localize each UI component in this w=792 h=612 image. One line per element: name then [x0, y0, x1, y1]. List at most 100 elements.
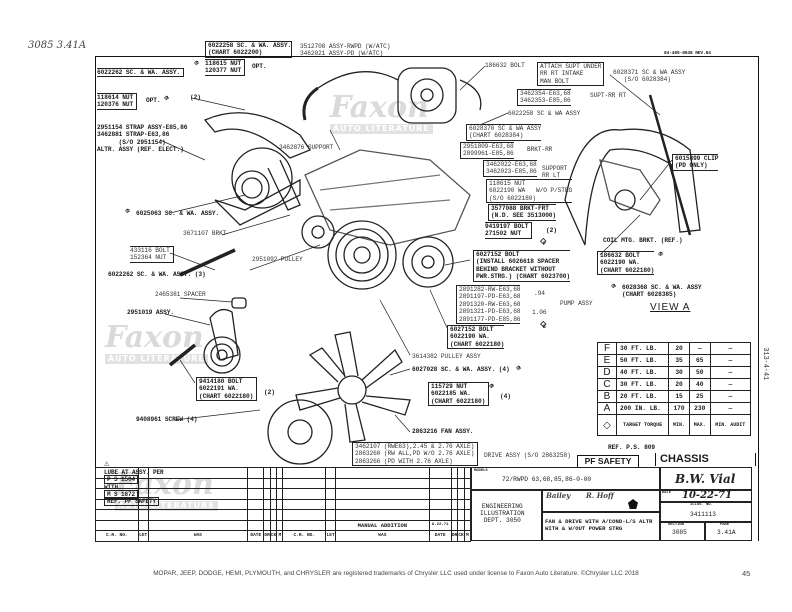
torque-min: 20 [668, 378, 690, 391]
models-cell: MODELS 72/RWPD 63,68,85,86-0-00 [471, 467, 661, 491]
quantity-label: (2) [190, 94, 201, 101]
torque-max: — [688, 342, 711, 355]
leader-lines [159, 65, 673, 433]
callout-fan-assy: 2863216 FAN ASSY. [412, 428, 474, 435]
torque-audit: — [709, 390, 752, 403]
callout-support-rr-lt-part-nos: 3462022-E63,68 3462023-E85,86 [483, 160, 537, 177]
callout-nut-115729: 115729 NUT 6022185 WA. (CHART 6022180) [428, 382, 490, 407]
title-cell: FAN & DRIVE WITH A/COND-L/S ALTR WITH & … [541, 511, 661, 541]
revision-cell [428, 509, 452, 521]
section-cell: SECTION 3085 [659, 521, 706, 541]
revision-column-header: CK [457, 530, 465, 542]
callout-nuts-opt: 118614 NUT 120376 NUT [97, 93, 138, 110]
torque-target: 30 FT. LB. [615, 378, 670, 391]
callout-nuts-opt: 118615 NUT 120377 NUT [205, 59, 246, 76]
revision-cell [463, 519, 472, 531]
date-label: DATE [662, 491, 672, 495]
revision-column-header: DR [263, 530, 271, 542]
revision-cell [247, 519, 265, 531]
revision-column-header: WAS [147, 530, 249, 542]
callout-clip: 6015899 CLIP (PD ONLY) [672, 154, 718, 171]
callout-sc-wa-6028370: 6028370 SC & WA ASSY (CHART 6028384) [466, 124, 541, 141]
diamond-c: ◇C [194, 59, 199, 68]
trademark-footer: MOPAR, JEEP, DODGE, HEMI, PLYMOUTH, and … [153, 570, 639, 577]
torque-target: 200 IN. LB. [615, 402, 670, 415]
pump-dim-094: .94 [534, 290, 545, 297]
revision-cell [335, 488, 430, 500]
revision-cell [247, 477, 265, 489]
crank-pulleys [301, 215, 454, 290]
opt-label: OPT. [252, 63, 267, 70]
revision-cell [428, 467, 452, 479]
drawn-checked-cell: Bailey R. Hoff [541, 489, 661, 513]
section-label: SECTION [668, 523, 684, 527]
page-cell: PAGE 3.41A [704, 521, 752, 541]
callout-pump-part-nos: 2891282-RW-E63,68 2891197-PD-E63,68 2891… [456, 285, 521, 325]
callout-bolt-nut-9419197: 9419197 BOLT 271502 NUT [485, 222, 533, 239]
revision-cell [95, 509, 139, 521]
torque-max: 50 [688, 366, 711, 379]
revision-cell [95, 467, 139, 479]
torque-audit: — [709, 342, 752, 355]
revision-cell [137, 509, 149, 521]
diamond-a: ◇A [164, 94, 169, 103]
models-value: 72/RWPD 63,68,85,86-0-00 [502, 476, 592, 483]
drawing-number: 84-485-8048 REV.84 [664, 51, 711, 56]
diamond-a: ◇A [611, 282, 616, 291]
revision-cell [247, 498, 265, 510]
diamond-b: ◇B [489, 382, 494, 391]
callout-sc-wa-6027028: 6027028 SC. & WA. ASSY. (4) [412, 366, 510, 373]
callout-attach-note: ATTACH SUPT UNDER RR RT INTAKE MAN BOLT [537, 62, 605, 87]
fan-assy [267, 331, 411, 465]
callout-coil-brkt: COIL MTG. BRKT. (REF.) [603, 237, 683, 244]
revision-column-header: DATE [247, 530, 265, 542]
page-value: 3.41A [717, 529, 736, 536]
torque-audit: — [709, 354, 752, 367]
revision-cell [428, 477, 452, 489]
revision-cell [247, 467, 265, 479]
revision-cell [95, 498, 139, 510]
callout-drive-assy: DRIVE ASSY (S/O 2863258) [484, 452, 571, 459]
callout-drive-assy-part-nos: 3462107 (RWE63),2.45 & 2.76 AXLE) 286326… [352, 442, 479, 467]
revision-column-header: M [276, 530, 284, 542]
torque-min: 30 [668, 366, 690, 379]
callout-bolt-186632: 186632 BOLT [485, 62, 525, 69]
callout-sc-wa-assy-6022262: 6022262 SC. & WA. ASSY. [97, 68, 185, 78]
revision-cell [282, 498, 327, 510]
diamond-e: ◇E [540, 319, 547, 331]
pump-dim-106: 1.06 [532, 309, 547, 316]
revision-cell [335, 509, 430, 521]
callout-supt-part-nos: 3462354-E63,68 3462353-E85,86 [517, 89, 571, 106]
revision-column-header: LET [137, 530, 149, 542]
revision-cell [325, 519, 337, 531]
diamond-c: ◇C [125, 207, 130, 216]
torque-target: 40 FT. LB. [615, 366, 670, 379]
revision-cell [325, 488, 337, 500]
revision-cell [335, 467, 430, 479]
revision-cell [463, 498, 472, 510]
callout-pump-assy: PUMP ASSY [560, 300, 593, 307]
revision-cell [95, 488, 139, 500]
date-value: 10-22-71 [682, 490, 733, 501]
callout-support: 3462876 SUPPORT [279, 144, 334, 151]
callout-screw: 9408961 SCREW (4) [136, 416, 198, 423]
quantity-label: (2) [264, 389, 275, 396]
dept-value: ENGINEERING ILLUSTRATION DEPT. 3050 [480, 503, 525, 524]
opt-label: OPT. [146, 97, 161, 104]
torque-header-max: MAX. [688, 414, 711, 436]
callout-sc-wa-6025063: 6025063 SC. & WA. ASSY. [136, 210, 220, 217]
illus-number: 3411113 [690, 511, 716, 518]
torque-max: 25 [688, 390, 711, 403]
revision-cell [147, 509, 249, 521]
revision-cell [282, 509, 327, 521]
torque-letter: D [597, 366, 617, 379]
revision-cell [247, 509, 265, 521]
revision-cell [335, 498, 430, 510]
date-cell: DATE 10-22-71 [659, 489, 752, 503]
quantity-label: (4) [500, 393, 511, 400]
revision-cell [147, 488, 249, 500]
